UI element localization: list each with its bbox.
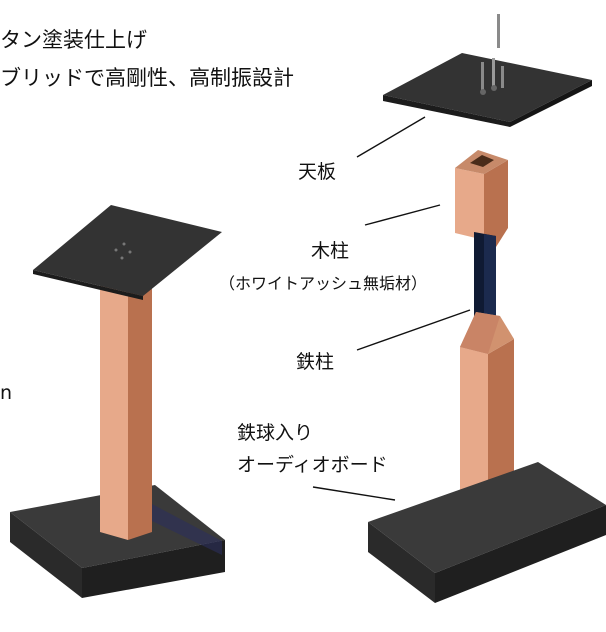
label-mokuchu-note: （ホワイトアッシュ無垢材） (219, 274, 428, 293)
exploded-stand (368, 14, 606, 603)
assembled-base-front (10, 512, 82, 598)
label-mokuchu: 木柱 (311, 240, 350, 262)
feature-line1-partial: ー (150, 0, 171, 7)
feature-hybrid-text: ブリッドで高剛性、高制振設計 (0, 66, 294, 90)
label-audio-board-line2: オーディオボード (237, 454, 388, 476)
audio-board-front (368, 522, 435, 603)
assembled-column-front (100, 283, 128, 540)
lower-column-front (460, 347, 488, 502)
assembled-stand (10, 205, 225, 598)
audio-board-side (435, 505, 606, 603)
exploded-top-plate (383, 53, 592, 122)
lower-column-side (488, 339, 514, 502)
feature-finish-text: タン塗装仕上げ (0, 28, 147, 52)
plate-holes (114, 242, 132, 260)
assembled-base-side (82, 540, 225, 598)
label-audio-board-line1: 鉄球入り (237, 422, 314, 444)
label-tetchu: 鉄柱 (296, 351, 335, 373)
upper-column-front (455, 168, 484, 240)
upper-column-side (484, 160, 508, 247)
audio-board-top (368, 462, 606, 573)
bolts (480, 14, 504, 95)
assembled-column-side (128, 282, 152, 540)
leader-lines (312, 116, 471, 501)
assembled-top-plate (33, 205, 222, 296)
label-tenban: 天板 (298, 161, 337, 183)
dimension-partial-text: n (0, 382, 13, 404)
